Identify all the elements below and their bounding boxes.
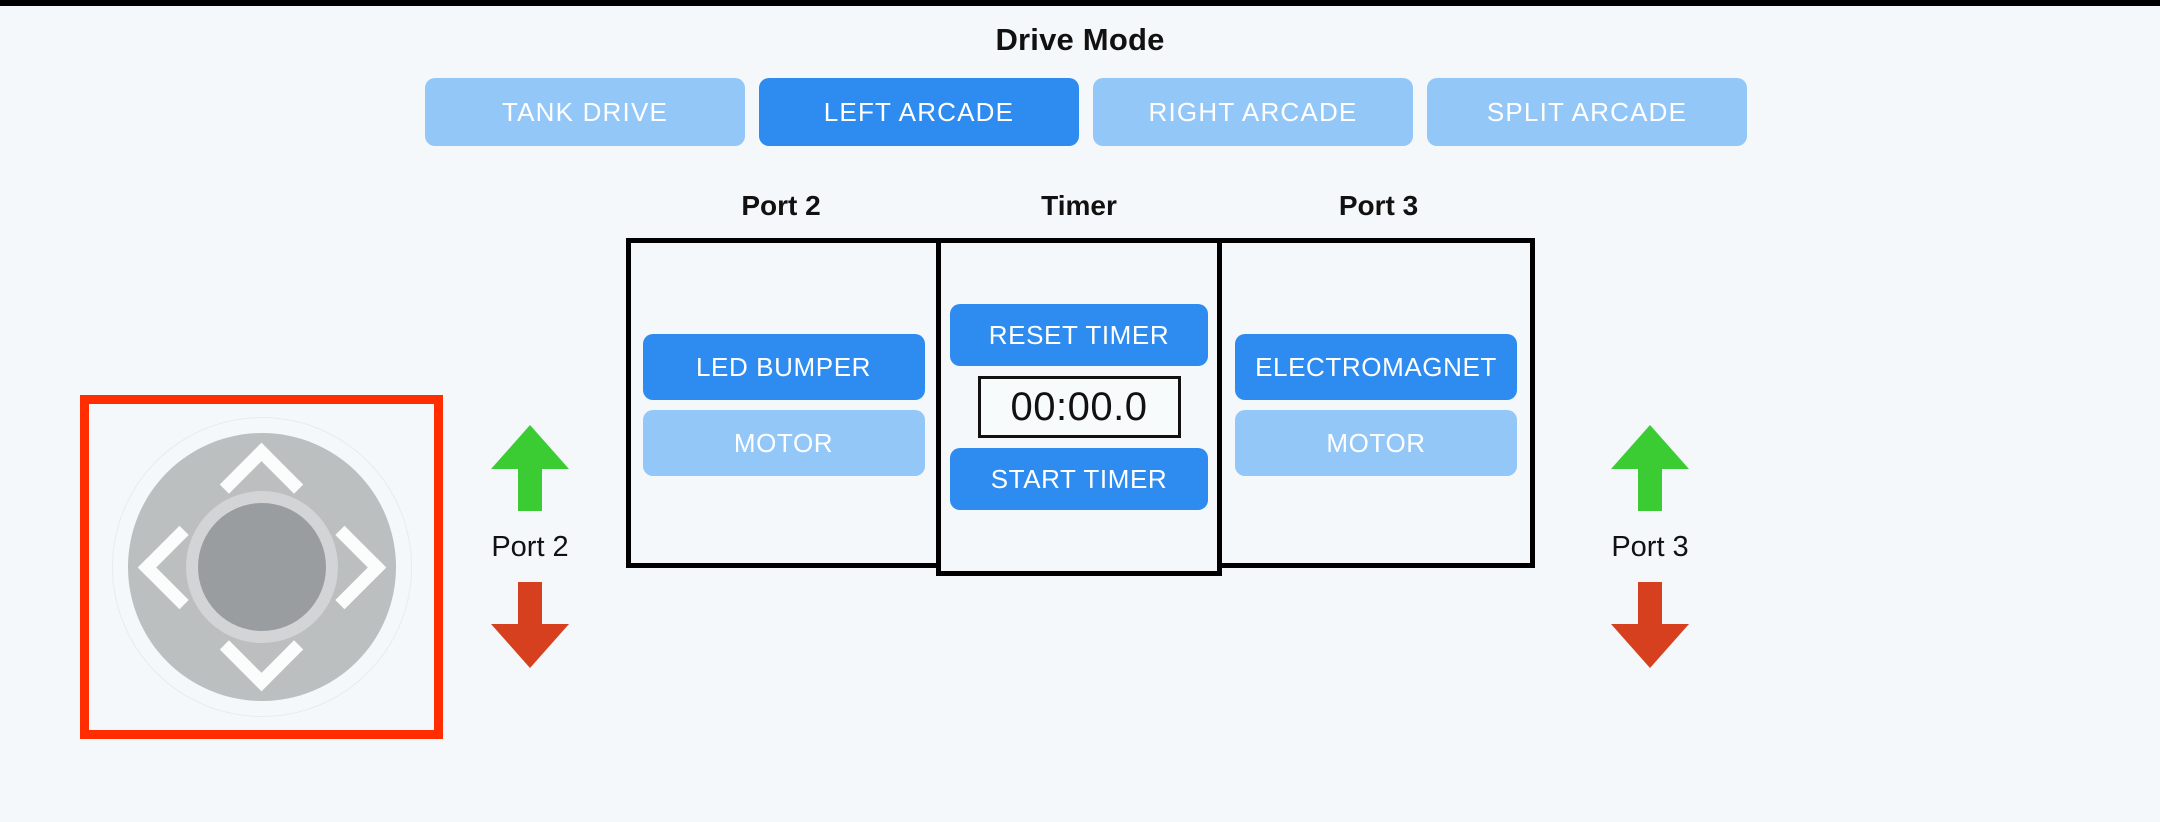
port3-arrow-label: Port 3	[1611, 531, 1689, 563]
port2-column: LED BUMPER MOTOR	[626, 238, 936, 568]
arrow-shaft	[518, 582, 542, 632]
port3-column: ELECTROMAGNET MOTOR	[1222, 238, 1535, 568]
start-timer-button[interactable]: START TIMER	[950, 448, 1208, 510]
timer-column: RESET TIMER 00:00.0 START TIMER	[936, 238, 1222, 576]
port2-motor-button[interactable]: MOTOR	[642, 410, 925, 476]
arrow-head	[491, 624, 569, 668]
port2-arrow-up-icon[interactable]	[491, 425, 569, 511]
timer-display: 00:00.0	[977, 376, 1181, 438]
port3-electromagnet-button[interactable]: ELECTROMAGNET	[1235, 334, 1517, 400]
drive-mode-split-arcade-button[interactable]: SPLIT ARCADE	[1427, 78, 1747, 146]
arrow-head	[1611, 624, 1689, 668]
dpad-center-button[interactable]	[197, 503, 326, 631]
arrow-shaft	[1638, 582, 1662, 632]
port2-led-bumper-button[interactable]: LED BUMPER	[642, 334, 925, 400]
drive-mode-tank-drive-button[interactable]: TANK DRIVE	[425, 78, 745, 146]
timer-column-heading: Timer	[1041, 190, 1117, 221]
device-control-panel: LED BUMPER MOTOR RESET TIMER 00:00.0 STA…	[626, 238, 1535, 576]
port2-arrow-column: Port 2	[455, 425, 605, 668]
drive-mode-button-group: TANK DRIVE LEFT ARCADE RIGHT ARCADE SPLI…	[425, 78, 1747, 146]
port3-column-heading: Port 3	[1338, 190, 1419, 221]
joystick-selection-box[interactable]	[80, 395, 443, 739]
reset-timer-button[interactable]: RESET TIMER	[950, 304, 1208, 366]
port3-arrow-down-icon[interactable]	[1611, 582, 1689, 668]
drive-mode-left-arcade-button[interactable]: LEFT ARCADE	[759, 78, 1079, 146]
port3-arrow-up-icon[interactable]	[1611, 425, 1689, 511]
drive-mode-title: Drive Mode	[995, 22, 1165, 57]
drive-mode-right-arcade-button[interactable]: RIGHT ARCADE	[1093, 78, 1413, 146]
port2-arrow-down-icon[interactable]	[491, 582, 569, 668]
arrow-shaft	[1638, 461, 1662, 511]
port2-arrow-label: Port 2	[491, 531, 569, 563]
top-black-bar	[0, 0, 2160, 6]
dpad-joystick[interactable]	[111, 417, 412, 717]
port2-column-heading: Port 2	[741, 190, 821, 221]
arrow-shaft	[518, 461, 542, 511]
port3-motor-button[interactable]: MOTOR	[1235, 410, 1517, 476]
port3-arrow-column: Port 3	[1575, 425, 1725, 668]
